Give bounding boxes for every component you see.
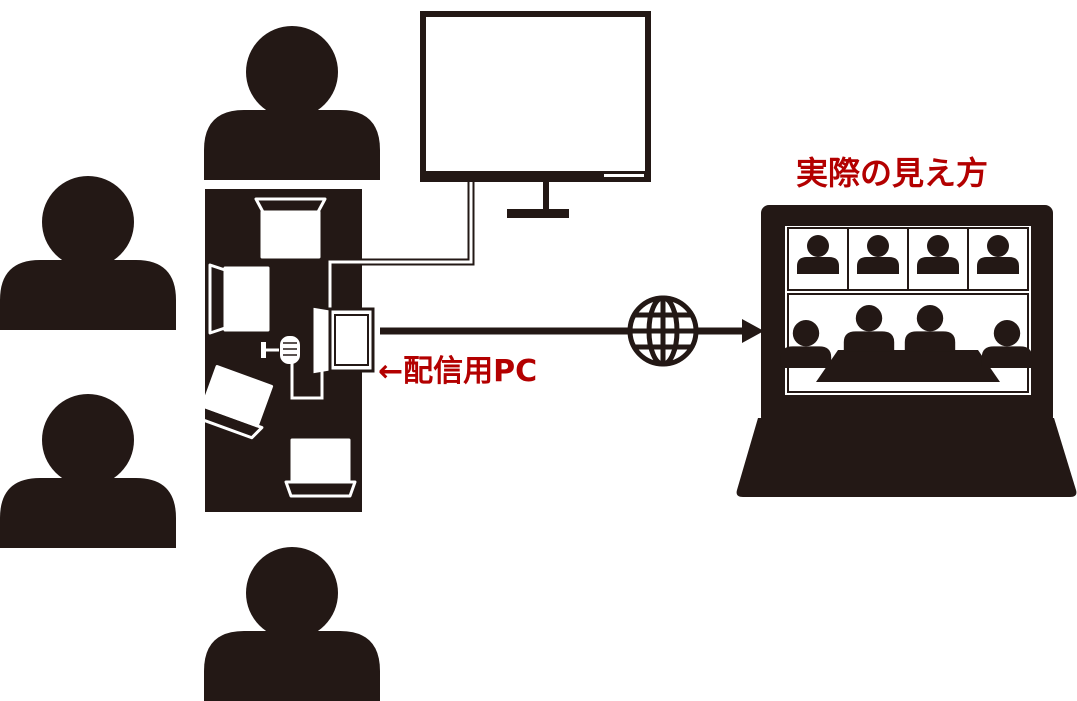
- laptop-icon: [284, 438, 357, 498]
- connection-arrow: [380, 319, 764, 343]
- participant-bottom: [204, 547, 380, 701]
- laptop-icon: [208, 263, 270, 335]
- actual-view-label: 実際の見え方: [796, 154, 989, 192]
- microphone-icon: [261, 334, 302, 366]
- laptop-icon: [196, 365, 274, 440]
- monitor-icon: [420, 11, 651, 218]
- laptop-icon: [254, 197, 327, 259]
- globe-icon: [627, 295, 699, 367]
- participant-top: [204, 26, 380, 180]
- streaming-pc-laptop: [310, 304, 375, 377]
- remote-laptop: [736, 205, 1077, 497]
- participant-left-upper: [0, 176, 176, 330]
- participant-left-lower: [0, 394, 176, 548]
- streaming-pc-label: ←配信用PC: [378, 354, 538, 389]
